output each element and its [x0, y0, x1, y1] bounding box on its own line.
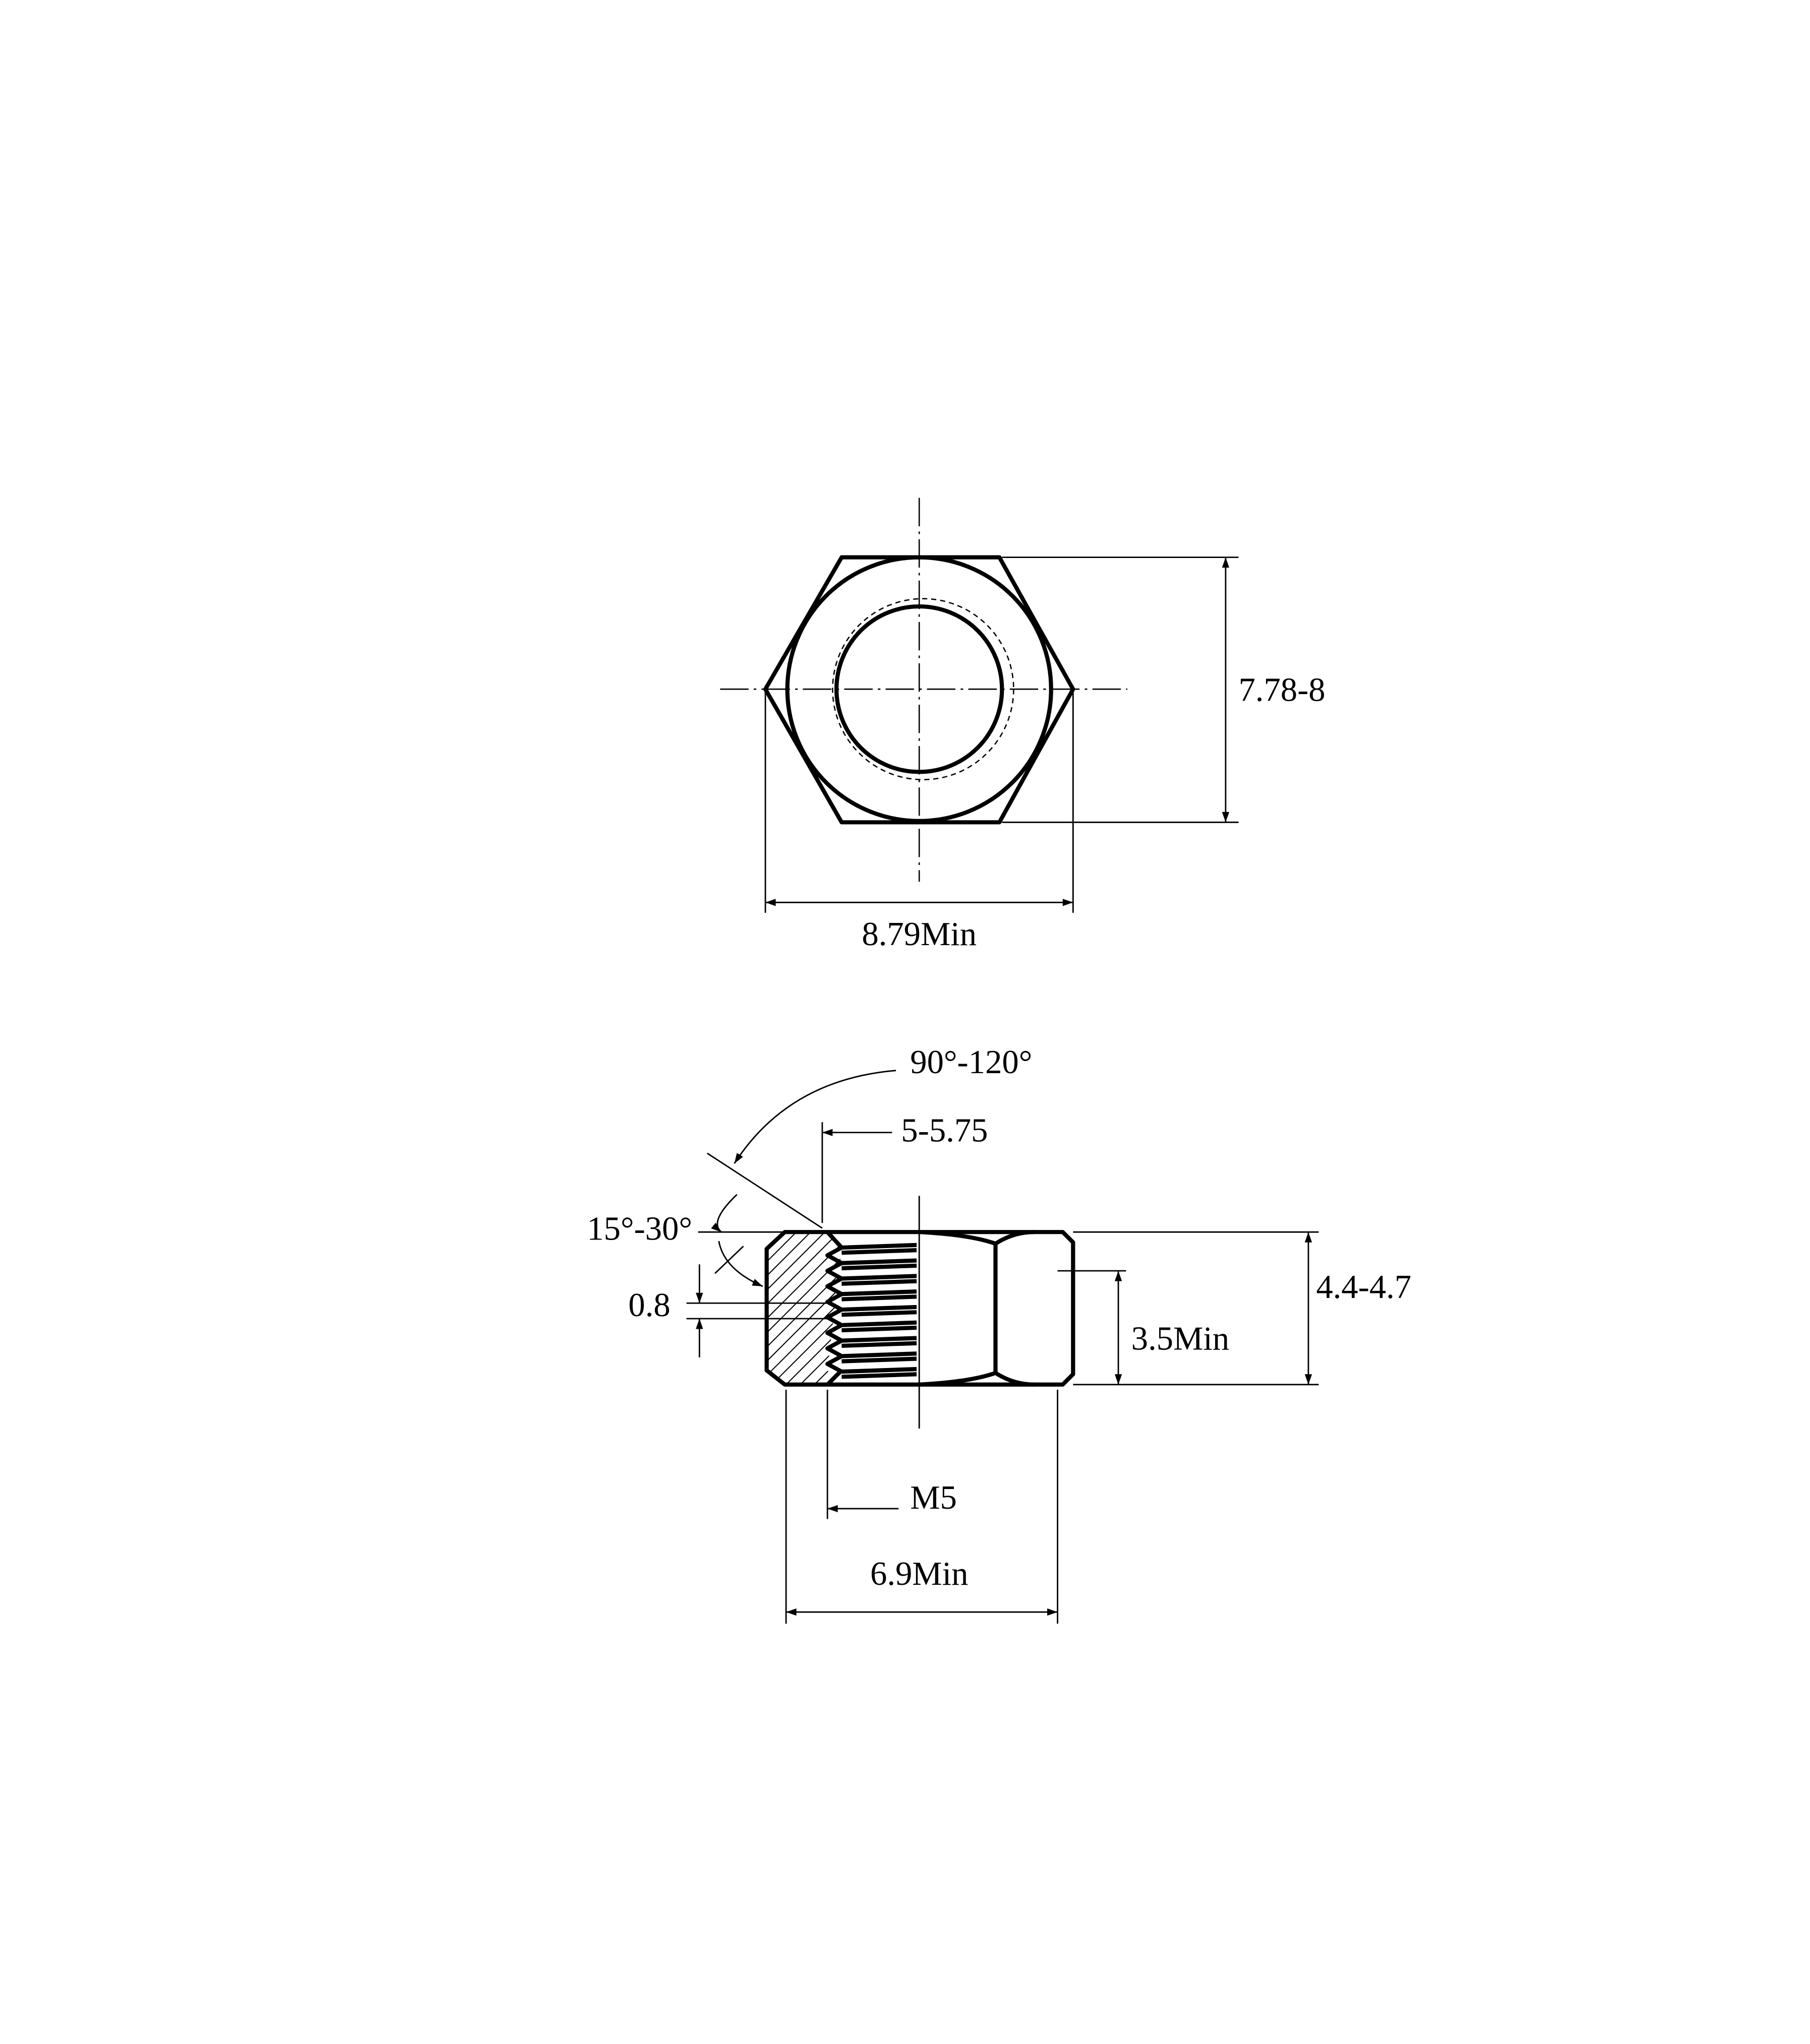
hatch-line	[766, 1232, 842, 1385]
dimension-label: 3.5Min	[1131, 1321, 1229, 1357]
dimension-label: 7.78-8	[1239, 671, 1325, 708]
hex-face-curves	[919, 1230, 1035, 1387]
dimension-label: 15°-30°	[587, 1211, 692, 1248]
dimension-countersink-diameter: 5-5.75	[821, 1112, 988, 1223]
thread-line	[841, 1248, 917, 1255]
hatch-line	[766, 1232, 836, 1385]
dimension-pitch: 0.8	[628, 1264, 828, 1357]
thread-line	[841, 1356, 917, 1364]
dimension-label: M5	[910, 1479, 957, 1516]
dimension-label: 90°-120°	[910, 1044, 1032, 1081]
thread-line	[841, 1274, 917, 1281]
thread-zigzag	[825, 1246, 844, 1374]
thread-line	[841, 1320, 917, 1327]
hatch-line	[766, 1232, 842, 1385]
dimension-label: 0.8	[628, 1287, 670, 1324]
thread-line	[841, 1325, 917, 1333]
thread-line	[841, 1279, 917, 1286]
hatch-line	[766, 1232, 822, 1385]
hatch-line	[795, 1232, 842, 1385]
thread-line	[841, 1263, 917, 1271]
hatch-line	[766, 1232, 842, 1385]
dimension-label: 6.9Min	[870, 1556, 968, 1592]
dimension-bearing-diameter: 6.9Min	[785, 1390, 1058, 1624]
dimension-label: 8.79Min	[862, 916, 977, 953]
hatch-line	[766, 1232, 807, 1385]
dimension-label: 5-5.75	[901, 1112, 988, 1149]
thread-line	[841, 1341, 917, 1348]
thread-line	[841, 1351, 917, 1358]
thread-line	[841, 1294, 917, 1302]
thread-line	[841, 1372, 917, 1379]
thread-line	[841, 1243, 917, 1250]
thread-line	[841, 1289, 917, 1296]
thread-line	[841, 1367, 917, 1374]
thread-profile	[825, 1243, 917, 1379]
side-view: 4.4-4.7 3.5Min 6.9Min M5 5-5.75 90°-120°	[587, 1044, 1411, 1624]
dimension-thread-length: 3.5Min	[1057, 1270, 1229, 1385]
hatch-line	[766, 1232, 842, 1385]
hatch-line	[766, 1232, 842, 1385]
hatch-line	[780, 1232, 842, 1385]
dimension-nut-height: 4.4-4.7	[1073, 1231, 1411, 1386]
dimension-countersink-angle: 90°-120°	[706, 1044, 1032, 1229]
top-view: 7.78-8 8.79Min	[720, 498, 1325, 953]
thread-line	[841, 1310, 917, 1317]
thread-line	[841, 1258, 917, 1265]
nut-body-outline	[764, 1230, 1075, 1387]
dimension-thread: M5	[826, 1390, 957, 1519]
thread-line	[841, 1336, 917, 1343]
thread-line	[841, 1305, 917, 1312]
bore-chamfer	[826, 1230, 843, 1386]
dimension-label: 4.4-4.7	[1316, 1269, 1411, 1306]
dimension-chamfer-angle: 15°-30°	[587, 1194, 785, 1287]
dimension-height: 7.78-8	[1002, 556, 1325, 823]
dimension-width: 8.79Min	[764, 692, 1074, 953]
